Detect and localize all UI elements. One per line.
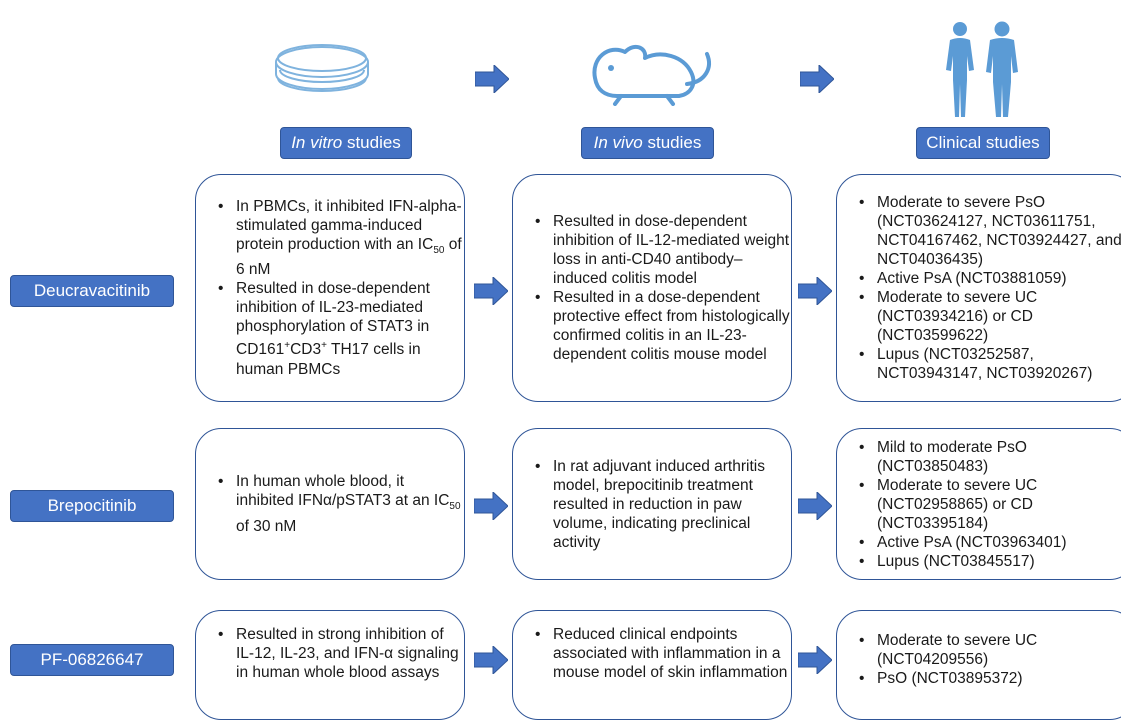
in-vitro-box: In human whole blood, it inhibited IFNα/…: [195, 428, 465, 580]
in-vivo-box: Resulted in dose-dependent inhibition of…: [512, 174, 792, 402]
arrow-right-icon: [798, 646, 832, 674]
drug-label-deucravacitinib: Deucravacitinib: [10, 275, 174, 307]
stage-label-text: studies: [342, 133, 401, 152]
bullet-item: Mild to moderate PsO (NCT03850483): [859, 438, 1121, 476]
stage-label-italic: In vitro: [291, 133, 343, 152]
bullet-list: Mild to moderate PsO (NCT03850483) Moder…: [837, 438, 1121, 571]
bullet-item: Active PsA (NCT03881059): [859, 269, 1121, 288]
mouse-icon: [592, 44, 711, 106]
drug-label-brepocitinib: Brepocitinib: [10, 490, 174, 522]
arrow-right-icon: [798, 492, 832, 520]
arrow-right-icon: [475, 65, 509, 93]
arrow-right-icon: [474, 277, 508, 305]
bullet-item: Resulted in a dose-dependent protective …: [535, 288, 791, 364]
human-figures-icon: [946, 21, 1018, 117]
bullet-list: In human whole blood, it inhibited IFNα/…: [196, 472, 464, 535]
bullet-item: Reduced clinical endpoints associated wi…: [535, 625, 791, 682]
in-vivo-box: In rat adjuvant induced arthritis model,…: [512, 428, 792, 580]
bullet-list: Moderate to severe UC (NCT04209556) PsO …: [837, 631, 1121, 688]
stage-label-text: Clinical studies: [926, 133, 1040, 152]
arrow-right-icon: [798, 277, 832, 305]
in-vivo-box: Reduced clinical endpoints associated wi…: [512, 610, 792, 720]
stage-label-in-vitro: In vitro studies: [280, 127, 412, 159]
bullet-list: Moderate to severe PsO (NCT03624127, NCT…: [837, 193, 1121, 383]
bullet-list: In PBMCs, it inhibited IFN-alpha-stimula…: [196, 197, 464, 378]
bullet-item: Moderate to severe UC (NCT02958865) or C…: [859, 476, 1121, 533]
stage-label-in-vivo: In vivo studies: [581, 127, 714, 159]
stage-label-clinical: Clinical studies: [916, 127, 1050, 159]
bullet-list: In rat adjuvant induced arthritis model,…: [513, 457, 791, 552]
bullet-item: Moderate to severe PsO (NCT03624127, NCT…: [859, 193, 1121, 269]
bullet-item: In human whole blood, it inhibited IFNα/…: [218, 472, 464, 535]
in-vitro-box: In PBMCs, it inhibited IFN-alpha-stimula…: [195, 174, 465, 402]
stage-label-text: studies: [642, 133, 702, 152]
in-vitro-box: Resulted in strong inhibition of IL-12, …: [195, 610, 465, 720]
bullet-item: PsO (NCT03895372): [859, 669, 1121, 688]
bullet-list: Resulted in dose-dependent inhibition of…: [513, 212, 791, 364]
bullet-item: Resulted in dose-dependent inhibition of…: [218, 279, 464, 378]
petri-dish-icon: [275, 44, 369, 92]
clinical-box: Moderate to severe UC (NCT04209556) PsO …: [836, 610, 1121, 720]
bullet-list: Reduced clinical endpoints associated wi…: [513, 625, 791, 682]
bullet-item: In PBMCs, it inhibited IFN-alpha-stimula…: [218, 197, 464, 279]
bullet-list: Resulted in strong inhibition of IL-12, …: [196, 625, 464, 682]
bullet-item: Lupus (NCT03252587, NCT03943147, NCT0392…: [859, 345, 1121, 383]
bullet-item: Active PsA (NCT03963401): [859, 533, 1121, 552]
bullet-item: Lupus (NCT03845517): [859, 552, 1121, 571]
bullet-item: Moderate to severe UC (NCT04209556): [859, 631, 1121, 669]
stage-label-italic: In vivo: [593, 133, 643, 152]
arrow-right-icon: [800, 65, 834, 93]
bullet-item: In rat adjuvant induced arthritis model,…: [535, 457, 791, 552]
bullet-item: Resulted in dose-dependent inhibition of…: [535, 212, 791, 288]
clinical-box: Moderate to severe PsO (NCT03624127, NCT…: [836, 174, 1121, 402]
bullet-item: Moderate to severe UC (NCT03934216) or C…: [859, 288, 1121, 345]
drug-label-pf-06826647: PF-06826647: [10, 644, 174, 676]
clinical-box: Mild to moderate PsO (NCT03850483) Moder…: [836, 428, 1121, 580]
arrow-right-icon: [474, 492, 508, 520]
bullet-item: Resulted in strong inhibition of IL-12, …: [218, 625, 464, 682]
arrow-right-icon: [474, 646, 508, 674]
